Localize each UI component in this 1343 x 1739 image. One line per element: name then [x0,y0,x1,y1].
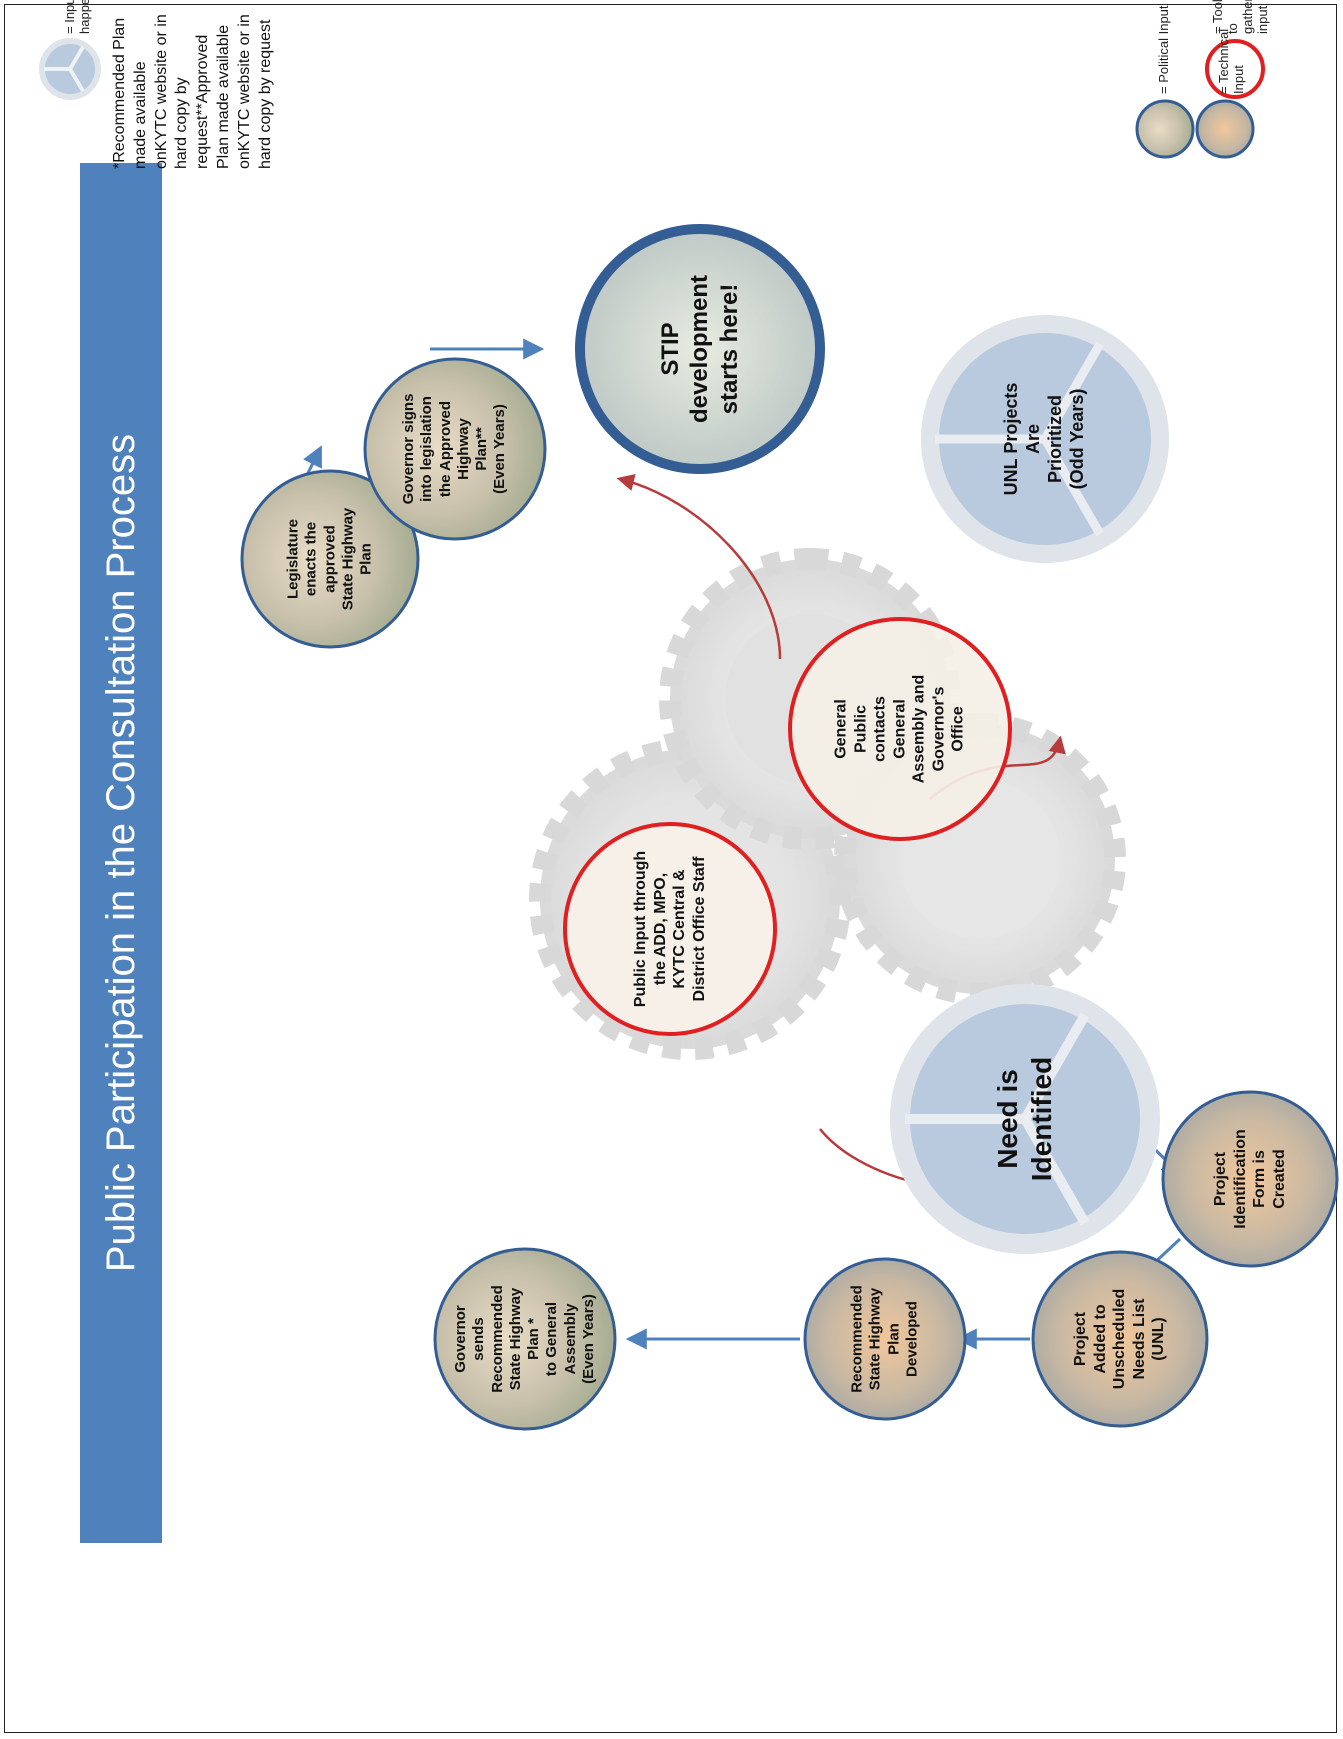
public-input-tool-text-line: Public Input through [631,850,649,1008]
legislature-enacts-text-line: Legislature [284,518,302,600]
arrow-general-public-to-governor [616,473,782,660]
project-added-unl-circle [1031,1250,1209,1428]
project-id-form-text-line: Created [1270,1149,1288,1209]
legend-political-input: = Political Input [1156,5,1171,94]
footnotes-line: KYTC website or in hard copy by request [235,14,274,169]
need-identified-node [890,984,1160,1254]
legend-input-happening: = Input is happening! [62,0,92,34]
governor-sends-circle [433,1247,617,1431]
stip-text-line: development [686,274,714,424]
public-input-tool-text-line: KYTC Central & [671,869,688,989]
recommended-plan-circle [803,1257,967,1421]
recommended-plan-text-line: Developed [903,1301,921,1377]
governor-signs-text-line: Governor signs [400,393,418,505]
photo-nodes [240,224,1339,1431]
stip-text-line: STIP [657,322,685,376]
legend-icons [39,38,1265,159]
project-id-form-text-line: Form is [1251,1150,1268,1208]
general-public-tool-text-line: General [891,699,909,759]
public-input-tool-text-line: the ADD, MPO, [651,872,669,986]
footnotes: *Recommended Plan made available onKYTC … [110,0,276,169]
legislature-enacts-text-line: State Highway [339,507,357,611]
unl-prioritized-text-line: Prioritized [1045,394,1065,484]
public-input-tool-text-line: District Office Staff [690,856,708,1002]
governor-signs-text-line: Plan** [473,427,491,471]
governor-signs-text-line: into legislation [418,396,436,502]
general-public-tool-text-line: Governor's [930,686,948,772]
unl-prioritized-text-line: (Odd Years) [1066,388,1087,490]
governor-signs-circle [363,357,547,541]
project-added-unl-text-line: Unscheduled [1111,1288,1129,1390]
governor-sends-text-line: (Even Years) [579,1294,597,1384]
recommended-plan-text-line: Plan [885,1323,902,1355]
legend-technical-input: = Technical Input [1216,28,1246,94]
need-identified-text-line: Need is [991,1069,1023,1169]
legislature-circle [240,469,420,649]
project-id-form-circle [1161,1090,1339,1268]
general-public-tool-text-line: Assembly and [910,674,928,784]
governor-signs-text-line: the Approved [436,400,454,498]
general-public-tool-text-line: Office [949,706,967,752]
governor-signs-text-line: Highway [455,418,472,480]
governor-sends-text-line: Recommended [488,1285,506,1393]
governor-sends-text-line: Assembly [561,1303,579,1375]
general-public-tool-text-line: Public [852,704,870,754]
general-public-tool-text-line: contacts [871,696,889,762]
legislature-enacts-text-line: Plan [357,543,375,575]
page-border [4,4,1337,1733]
project-added-unl-text-line: Project [1072,1311,1090,1367]
governor-signs-text-line: (Even Years) [491,404,509,494]
recommended-plan-text-line: Recommended [848,1285,866,1393]
governor-sends-text-line: Governor [451,1305,469,1373]
project-id-form-text-line: Project [1211,1151,1229,1207]
recommended-plan-text-line: State Highway [866,1287,884,1391]
general-public-tool-text-line: General [832,699,850,759]
project-added-unl-text-line: Added to [1091,1304,1109,1374]
stip-circle [575,224,825,474]
governor-sends-text-line: State Highway [506,1287,524,1391]
tool-rings [563,617,1012,1036]
stip-text-line: starts here! [715,283,743,415]
unl-prioritized-node [921,315,1169,563]
need-identified-text-line: Identified [1026,1056,1057,1182]
unl-prioritized-text-line: Are [1023,423,1044,455]
governor-sends-text-line: to General [543,1301,561,1377]
project-id-form-text-line: Identification [1231,1129,1249,1229]
legislature-enacts-text-line: approved [320,525,338,593]
unl-prioritized-text-line: UNL Projects [1001,382,1022,496]
project-added-unl-text-line: (UNL) [1150,1317,1168,1361]
governor-sends-text-line: sends [470,1317,488,1361]
project-added-unl-text-line: Needs List [1130,1298,1148,1380]
legislature-enacts-text-line: enacts the [302,521,320,597]
governor-sends-text-line: Plan * [525,1318,542,1360]
